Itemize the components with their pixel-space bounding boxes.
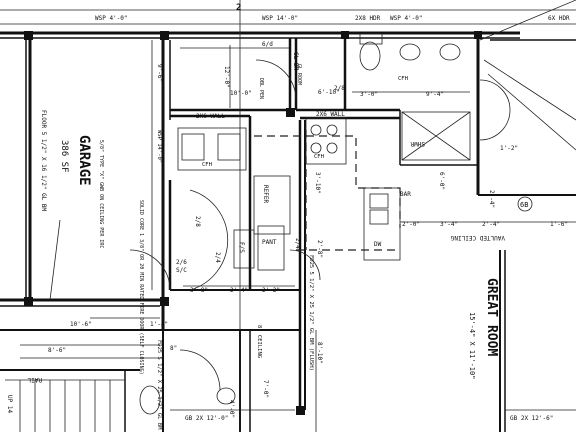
labels: WSP 4'-0" WSP 14'-0" WSP 4'-0" 2X8 HDR 6…: [6, 3, 570, 430]
stairs: [5, 219, 125, 432]
door-6: 6/d: [262, 41, 273, 48]
dim-2-4b: 2'-4": [482, 221, 500, 228]
dim-10-6b: 8'-10": [316, 342, 323, 364]
up14-label: UP 14: [6, 395, 13, 413]
pant-label: PANT: [262, 239, 277, 246]
dim-3-0: 3'-0": [360, 91, 378, 98]
dim-2-4: 2'-4": [230, 287, 248, 294]
refer-label: REFER: [262, 185, 269, 203]
rail-label: RAIL: [27, 376, 42, 383]
dim-7-0: 7'-0": [262, 380, 269, 398]
garage-label: GARAGE: [76, 135, 92, 186]
beam-left-vert: FD25 5 1/2" X 25 1/2" GL BM: [156, 340, 162, 430]
bar-label: BAR: [400, 191, 411, 198]
dim-8: 8": [170, 345, 177, 352]
dbl-pen: DBL PEN: [258, 78, 264, 99]
dim-2-4-vert: 2'-4": [488, 190, 495, 208]
cfh-2: CFH: [314, 154, 324, 160]
fire-door-note: SOLID CORE 1 3/8" OR 20 MIN RATED FIRE D…: [138, 200, 144, 375]
garage-ceiling: 5/8" TYPE "X" GWB ON CEILING PER IRC: [98, 140, 104, 248]
great-room-size: 15'-4" X 11'-10": [468, 312, 476, 379]
door-2-8: 2/8: [194, 216, 201, 227]
wsp-top3: WSP 4'-0": [390, 15, 423, 22]
door-2-4b: 2/4: [294, 238, 301, 249]
dim-3-10: 3'-10": [314, 172, 321, 194]
door-2-6: 2/6: [176, 259, 187, 266]
hdr-6x: 6X HDR: [548, 15, 570, 22]
beam-bottom-right: GB 2X 12'-6": [510, 415, 553, 422]
garage-floor: FLOOR 5 1/2" X 16 1/2" GL BM: [40, 110, 47, 212]
grid-ref: 2: [236, 3, 241, 13]
dim-12-0: 12'-0": [223, 66, 230, 88]
dim-9-4: 9'-4": [426, 91, 444, 98]
dim-1-6: 1'-6": [550, 221, 568, 228]
dw-label: DW: [374, 241, 382, 248]
great-room-label: GREAT ROOM: [484, 278, 499, 356]
dim-10-6: 10'-6": [70, 321, 92, 328]
dim-4-0: 4'-0": [228, 400, 235, 418]
callout-6b: 6B: [520, 201, 528, 209]
dim-3-10b: 2'-8": [316, 240, 323, 258]
dim-8-6: 8'-6": [48, 347, 66, 354]
wall-top-left: 2X6 WALL: [196, 113, 225, 120]
section-callout-circle: [517, 196, 533, 212]
shower-label: SHWR: [410, 140, 425, 147]
dim-1-2: 1'-2": [500, 145, 518, 152]
wall-top-right: 2X6 WALL: [316, 111, 345, 118]
beam-bottom-left: GB 2X 12'-0": [185, 415, 228, 422]
dim-3-4: 3'-4": [440, 221, 458, 228]
wsp-top2: WSP 14'-0": [262, 15, 298, 22]
walls: [0, 31, 576, 432]
dim-1-6b: 6'-0": [438, 172, 445, 190]
f6-label: F/S: [238, 242, 245, 253]
vaulted-ceiling: VAULTED CEILING: [450, 234, 505, 241]
cfh-1: CFH: [202, 162, 212, 168]
dim-6-10: 6'-10": [318, 89, 340, 96]
dim-10-0: 10'-0": [230, 90, 252, 97]
sc-label: S/C: [176, 267, 187, 274]
garage-area: 386 SF: [59, 140, 69, 173]
door-2-4: 2/4: [214, 252, 221, 263]
cfh-3: CFH: [398, 76, 408, 82]
columns: [24, 31, 482, 415]
wsp-top1: WSP 4'-0": [95, 15, 128, 22]
door-2-8b: 2/8: [334, 85, 345, 92]
fixtures: [129, 33, 511, 415]
wsp-vert: WSP 14'-0": [156, 130, 162, 163]
gl-bm-top: GL BM: [292, 52, 299, 70]
gl-room: GL ROOM: [296, 64, 302, 85]
ceiling-8: 8' CEILING: [256, 325, 262, 358]
dim-2-0: 2'-0": [402, 221, 420, 228]
dim-3-8: 3'-8": [190, 287, 208, 294]
beam-right-vert: FD25 5 1/2" X 25 1/2" GL BM (FLUSH): [308, 255, 314, 371]
dim-1-4: 1'-4": [150, 321, 168, 328]
hdr-2x8: 2X8 HDR: [355, 15, 381, 22]
dim-9-6: 9'-6": [156, 64, 163, 82]
dim-2-2: 2'-2": [262, 287, 280, 294]
